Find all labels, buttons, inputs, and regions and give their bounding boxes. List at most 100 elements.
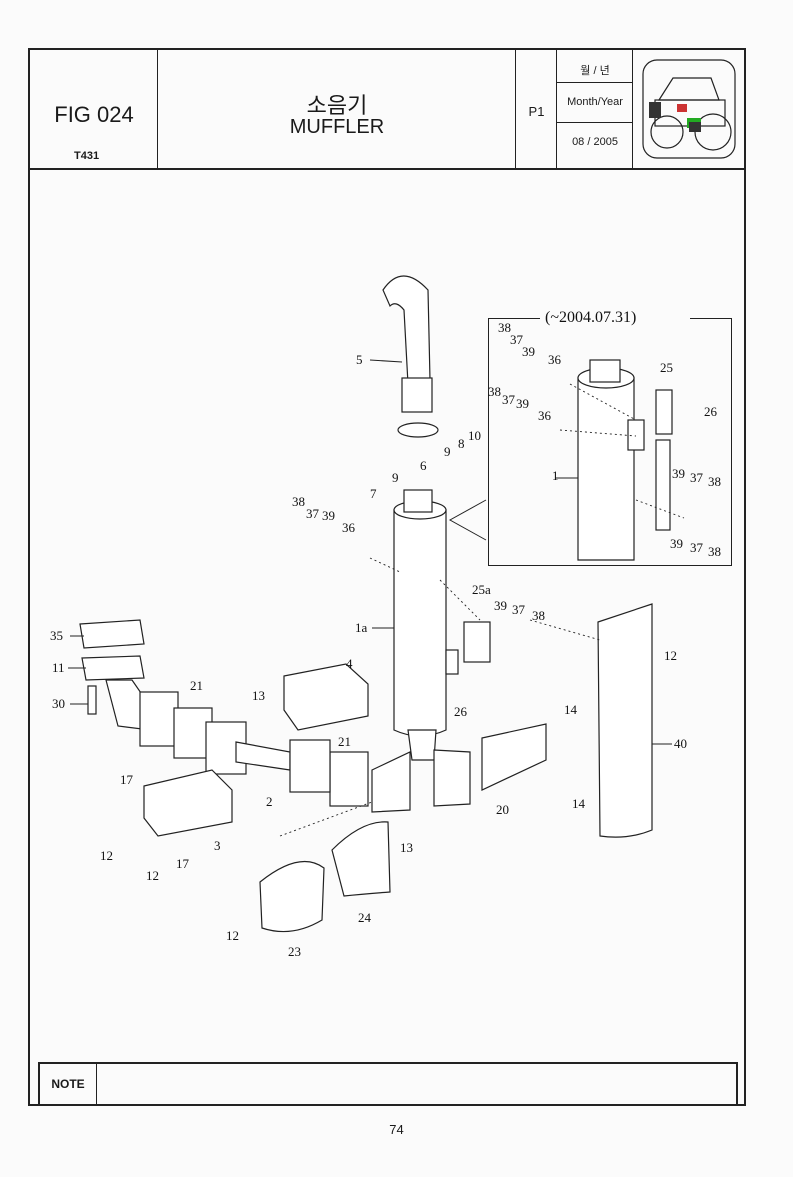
callout-37: 37 (690, 470, 704, 485)
callout-5: 5 (356, 352, 363, 367)
title-cell: 소음기 MUFFLER (158, 50, 516, 168)
callout-25: 25 (660, 360, 673, 375)
flexible-pipe (205, 721, 331, 793)
date-divider (557, 122, 633, 123)
date-label-korean: 월 / 년 (580, 65, 610, 77)
callout-21: 21 (190, 678, 203, 693)
tail-pipe (382, 275, 433, 413)
callout-30: 30 (52, 696, 65, 711)
callout-7: 7 (370, 486, 377, 501)
callout-38: 38 (488, 384, 501, 399)
callout-39: 39 (322, 508, 335, 523)
tractor-icon-cell (633, 50, 744, 168)
callout-9: 9 (444, 444, 451, 459)
callout-12: 12 (100, 848, 113, 863)
page-number: 74 (389, 1122, 404, 1137)
page-code: P1 (528, 104, 545, 119)
callout-36: 36 (538, 408, 552, 423)
tractor-icon (642, 59, 736, 159)
callout-36: 36 (548, 352, 562, 367)
callout-12: 12 (664, 648, 677, 663)
callout-labels: 1 1a 2 3 4 5 6 7 8 9 9 10 11 12 12 12 12… (50, 320, 721, 959)
mounting-bracket-20 (481, 723, 547, 791)
title-korean: 소음기 (306, 93, 368, 118)
callout-35: 35 (50, 628, 63, 643)
callout-3: 3 (214, 838, 221, 853)
callout-40: 40 (674, 736, 687, 751)
callout-8: 8 (458, 436, 465, 451)
perforated-guard-3 (143, 769, 233, 837)
callout-26: 26 (454, 704, 468, 719)
callout-1a: 1a (355, 620, 368, 635)
heat-shield (597, 603, 653, 838)
bracket-25a-plate (445, 649, 459, 675)
lower-cover-24 (331, 821, 391, 897)
callout-37: 37 (690, 540, 704, 555)
page-code-cell: P1 (516, 50, 557, 168)
callout-9: 9 (392, 470, 399, 485)
gasket-35 (79, 619, 145, 649)
callout-24: 24 (358, 910, 372, 925)
figure-cell: FIG 024 T431 (30, 50, 158, 168)
callout-13: 13 (400, 840, 413, 855)
lower-cover-23 (259, 860, 325, 933)
callout-4: 4 (346, 656, 353, 671)
callout-39: 39 (494, 598, 507, 613)
callout-6: 6 (420, 458, 427, 473)
callout-25a: 25a (472, 582, 491, 597)
flange-11 (81, 655, 145, 681)
callout-21: 21 (338, 734, 351, 749)
callout-37: 37 (502, 392, 516, 407)
callout-11: 11 (52, 660, 65, 675)
callout-26: 26 (704, 404, 718, 419)
leader-lines (68, 359, 672, 745)
note-label: NOTE (40, 1064, 97, 1104)
callout-39: 39 (516, 396, 529, 411)
callout-36: 36 (342, 520, 356, 535)
callout-12: 12 (226, 928, 239, 943)
callout-38: 38 (292, 494, 305, 509)
callout-38: 38 (708, 544, 721, 559)
callout-39: 39 (522, 344, 535, 359)
callout-23: 23 (288, 944, 301, 959)
inset-caption: (~2004.07.31) (545, 309, 636, 326)
callout-10: 10 (468, 428, 481, 443)
callout-17: 17 (120, 772, 134, 787)
model-code: T431 (74, 150, 100, 162)
mounting-bracket-left (371, 751, 411, 813)
callout-20: 20 (496, 802, 509, 817)
callout-17: 17 (176, 856, 190, 871)
callout-39: 39 (670, 536, 683, 551)
inset-muffler (577, 359, 673, 561)
header: FIG 024 T431 소음기 MUFFLER P1 월 / 년 Month/… (30, 50, 744, 170)
callout-38: 38 (532, 608, 545, 623)
gasket-21-right (329, 751, 369, 807)
callout-14: 14 (572, 796, 586, 811)
perforated-guard-4 (283, 663, 369, 731)
date-divider (557, 82, 633, 83)
callout-13: 13 (252, 688, 265, 703)
callout-1: 1 (552, 468, 559, 483)
callout-37: 37 (512, 602, 526, 617)
assembly-line (529, 619, 601, 641)
date-value: 08 / 2005 (572, 136, 618, 148)
title-english: MUFFLER (289, 116, 385, 138)
bolt-30 (87, 685, 97, 715)
callout-38: 38 (708, 474, 721, 489)
callout-39: 39 (672, 466, 685, 481)
assembly-line (279, 801, 373, 837)
date-label-english: Month/Year (567, 96, 623, 108)
callout-14: 14 (564, 702, 578, 717)
muffler-body (393, 489, 447, 761)
inset-pointer (448, 499, 487, 541)
callout-2: 2 (266, 794, 273, 809)
figure-number: FIG 024 (54, 102, 134, 127)
mounting-bracket (433, 749, 471, 807)
callout-37: 37 (306, 506, 320, 521)
assembly-line (635, 499, 685, 519)
pipe-flange (139, 691, 179, 747)
callout-12: 12 (146, 868, 159, 883)
bracket-25a (463, 621, 491, 663)
exhaust-clamp (397, 422, 439, 438)
